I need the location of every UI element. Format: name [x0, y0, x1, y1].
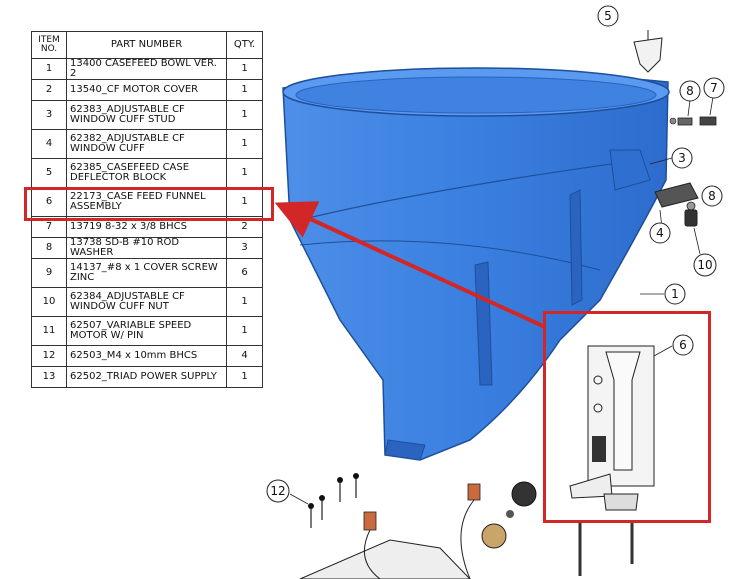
callout-arrow: [274, 201, 546, 329]
item-no: 12: [31, 345, 67, 367]
svg-text:3: 3: [678, 151, 686, 165]
item-no: 9: [31, 258, 67, 288]
balloon-8-top: 8: [679, 80, 701, 102]
part-number: 13540_CF MOTOR COVER: [66, 79, 227, 101]
part-number: 13738 SD-B #10 ROD WASHER: [66, 237, 227, 259]
qty: 1: [226, 158, 263, 188]
casefeed-bowl: [282, 67, 670, 461]
svg-text:7: 7: [710, 81, 718, 95]
qty: 1: [226, 187, 263, 217]
part-number: 62502_TRIAD POWER SUPPLY: [66, 366, 227, 388]
balloon-12: 12: [266, 479, 290, 503]
svg-text:12: 12: [270, 484, 285, 498]
leader-3: [649, 157, 673, 165]
qty: 1: [226, 366, 263, 388]
qty: 6: [226, 258, 263, 288]
part-6-funnel-assembly: [569, 345, 673, 576]
qty: 3: [226, 237, 263, 259]
svg-text:8: 8: [708, 189, 716, 203]
item-no: 10: [31, 287, 67, 317]
header-part-number: PART NUMBER: [66, 31, 227, 59]
part-number: 62507_VARIABLE SPEED MOTOR W/ PIN: [66, 316, 227, 346]
qty: 4: [226, 345, 263, 367]
balloon-10: 10: [693, 253, 717, 277]
part-number: 14137_#8 x 1 COVER SCREW ZINC: [66, 258, 227, 288]
part-10-cuff-nut: [684, 201, 701, 255]
svg-text:4: 4: [656, 226, 664, 240]
item-no: 1: [31, 58, 67, 80]
svg-text:5: 5: [604, 9, 612, 23]
bom-header-row: ITEM NO. PART NUMBER QTY.: [31, 31, 263, 59]
qty: 1: [226, 129, 263, 159]
header-item-no: ITEM NO.: [31, 31, 67, 59]
part-number: 62384_ADJUSTABLE CF WINDOW CUFF NUT: [66, 287, 227, 317]
balloon-5: 5: [597, 5, 619, 27]
qty: 1: [226, 100, 263, 130]
qty: 1: [226, 58, 263, 80]
header-qty: QTY.: [226, 31, 263, 59]
svg-text:6: 6: [679, 338, 687, 352]
item-no: 13: [31, 366, 67, 388]
part-number: 13400 CASEFEED BOWL VER. 2: [66, 58, 227, 80]
balloon-1: 1: [664, 283, 686, 305]
motor-assembly: [289, 473, 537, 579]
item-no: 3: [31, 100, 67, 130]
part-number: 62385_CASEFEED CASE DEFLECTOR BLOCK: [66, 158, 227, 188]
part-7-8-hardware: [669, 96, 717, 126]
part-number: 62503_M4 x 10mm BHCS: [66, 345, 227, 367]
balloon-8-right: 8: [701, 185, 723, 207]
item-no: 2: [31, 79, 67, 101]
qty: 1: [226, 316, 263, 346]
item-no: 8: [31, 237, 67, 259]
svg-text:10: 10: [697, 258, 712, 272]
part-number: 62383_ADJUSTABLE CF WINDOW CUFF STUD: [66, 100, 227, 130]
qty: 1: [226, 287, 263, 317]
part-number: 62382_ADJUSTABLE CF WINDOW CUFF: [66, 129, 227, 159]
svg-text:1: 1: [671, 287, 679, 301]
item-no: 11: [31, 316, 67, 346]
balloon-6: 6: [672, 334, 694, 356]
qty: 1: [226, 79, 263, 101]
row-6-highlight-frame: [24, 187, 274, 221]
svg-text:8: 8: [686, 84, 694, 98]
balloon-4: 4: [649, 222, 671, 244]
part-6-highlight-frame: [543, 311, 711, 523]
part-5-deflector-block: [633, 30, 663, 73]
item-no: 5: [31, 158, 67, 188]
balloons: 5 8 7 3 8 4 10 1 6 12: [266, 5, 725, 503]
item-no: 6: [31, 187, 67, 217]
balloon-7: 7: [703, 77, 725, 99]
item-no: 4: [31, 129, 67, 159]
balloon-3: 3: [671, 147, 693, 169]
